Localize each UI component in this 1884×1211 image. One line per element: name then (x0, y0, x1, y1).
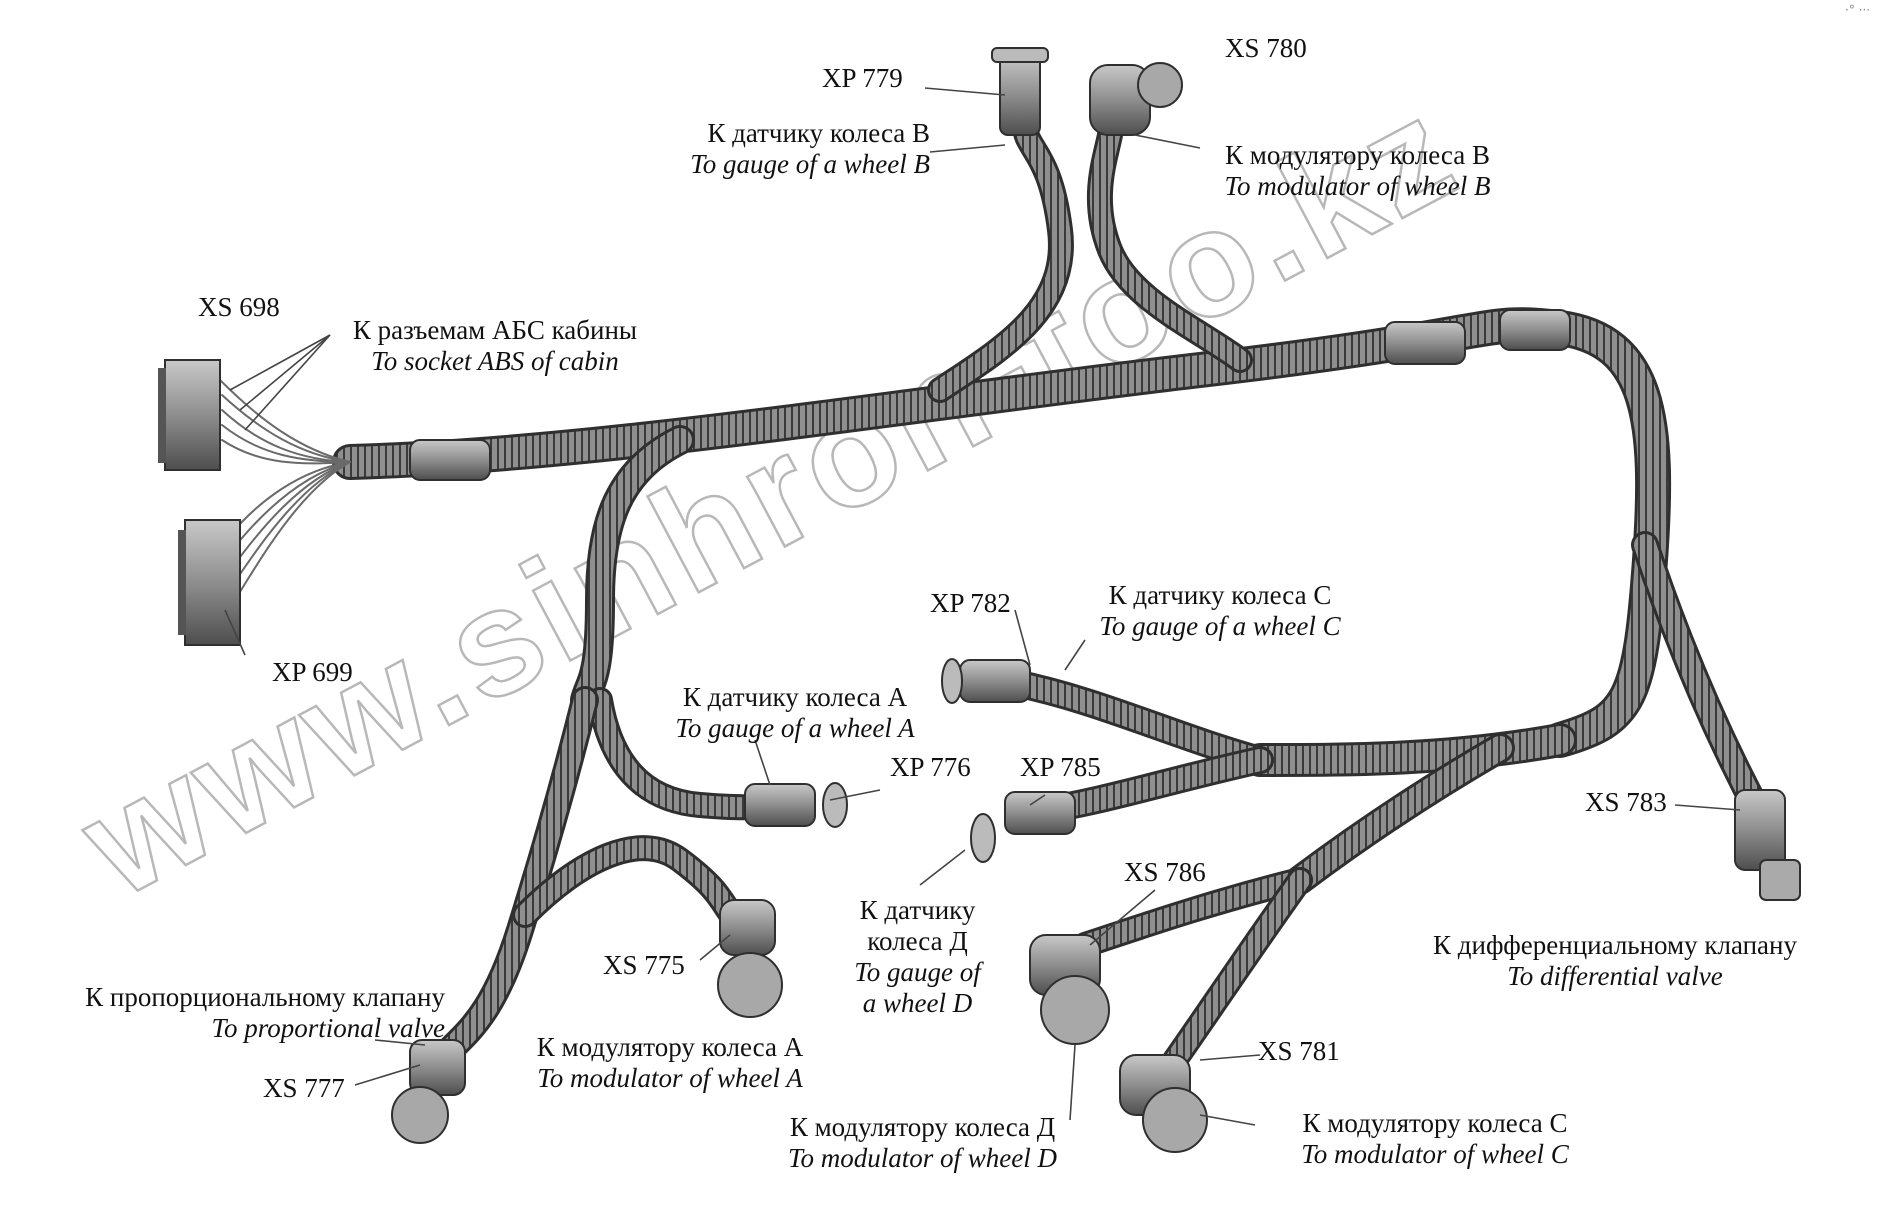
connector-xp785-body (970, 791, 1076, 863)
label-xs775: XS 775 (603, 950, 685, 980)
label-gauge-d: К датчику колеса Д To gauge of a wheel D (830, 895, 1005, 1019)
label-modulator-a-ru: К модулятору колеса А (536, 1032, 804, 1062)
label-gauge-b-en: To gauge of a wheel B (690, 149, 930, 180)
label-gauge-c-ru: К датчику колеса С (1108, 580, 1332, 610)
connector-xs698-body (158, 359, 221, 471)
label-xp779: XP 779 (822, 63, 903, 93)
label-gauge-d-en1: To gauge of (854, 957, 981, 988)
connector-xp699-body (178, 519, 241, 646)
connector-bodies (391, 47, 1801, 1153)
sleeves (409, 309, 1571, 481)
label-gauge-a-en: To gauge of a wheel A (675, 713, 915, 744)
label-gauge-a: К датчику колеса А To gauge of a wheel A (650, 682, 940, 744)
label-modulator-c-ru: К модулятору колеса С (1302, 1108, 1568, 1138)
label-xs781: XS 781 (1258, 1036, 1340, 1066)
label-modulator-c-en: To modulator of wheel C (1301, 1139, 1569, 1170)
connector-xs780-body (1089, 62, 1183, 136)
label-modulator-c: К модулятору колеса С To modulator of wh… (1265, 1108, 1605, 1170)
connector-xs775-body (717, 899, 783, 1018)
label-gauge-b: К датчику колеса В To gauge of a wheel B (620, 118, 930, 180)
label-gauge-d-ru2: колеса Д (867, 926, 968, 957)
label-gauge-a-ru: К датчику колеса А (682, 682, 908, 712)
label-proportional-en: To proportional valve (211, 1013, 445, 1044)
label-abs-socket: К разъемам АБС кабины To socket ABS of c… (320, 315, 670, 377)
connector-xs781-body (1119, 1054, 1208, 1153)
label-modulator-d-ru: К модулятору колеса Д (789, 1112, 1056, 1142)
label-gauge-d-ru1: К датчику (859, 895, 976, 925)
label-abs-socket-ru: К разъемам АБС кабины (352, 315, 638, 345)
label-differential: К дифференциальному клапану To different… (1400, 930, 1830, 992)
label-xs777: XS 777 (263, 1073, 345, 1103)
label-modulator-a-en: To modulator of wheel A (537, 1063, 803, 1094)
label-xp782: XP 782 (930, 588, 1011, 618)
label-differential-en: To differential valve (1507, 961, 1723, 992)
label-differential-ru: К дифференциальному клапану (1433, 930, 1797, 960)
connector-xp779-body (991, 47, 1049, 136)
connector-xs783-body (1734, 789, 1801, 901)
label-gauge-d-en2: a wheel D (862, 988, 973, 1019)
connector-xp782-body (941, 658, 1031, 704)
connector-xp776-body (744, 782, 848, 828)
label-gauge-c-en: To gauge of a wheel C (1099, 611, 1341, 642)
leader-lines (224, 87, 1741, 1126)
connector-xs777-body (391, 1039, 466, 1144)
label-xp699: XP 699 (272, 657, 353, 687)
label-xs698: XS 698 (198, 292, 280, 322)
label-gauge-b-ru: К датчику колеса В (707, 118, 930, 148)
label-xs780: XS 780 (1225, 33, 1307, 63)
label-xs783: XS 783 (1585, 787, 1667, 817)
label-gauge-c: К датчику колеса С To gauge of a wheel C (1075, 580, 1365, 642)
connector-xs786-body (1029, 934, 1110, 1045)
label-modulator-b-ru: К модулятору колеса В (1225, 140, 1490, 170)
corner-mark: ·° ··· (1845, 3, 1870, 17)
label-xs786: XS 786 (1124, 857, 1206, 887)
label-modulator-a: К модулятору колеса А To modulator of wh… (500, 1032, 840, 1094)
label-xp785: XP 785 (1020, 752, 1101, 782)
label-modulator-b-en: To modulator of wheel B (1224, 171, 1491, 202)
label-modulator-b: К модулятору колеса В To modulator of wh… (1185, 140, 1530, 202)
label-proportional-ru: К пропорциональному клапану (85, 982, 445, 1012)
label-modulator-d: К модулятору колеса Д To modulator of wh… (750, 1112, 1095, 1174)
label-xp776: XP 776 (890, 752, 971, 782)
label-proportional: К пропорциональному клапану To proportio… (15, 982, 445, 1044)
label-abs-socket-en: To socket ABS of cabin (371, 346, 619, 377)
label-modulator-d-en: To modulator of wheel D (787, 1143, 1058, 1174)
